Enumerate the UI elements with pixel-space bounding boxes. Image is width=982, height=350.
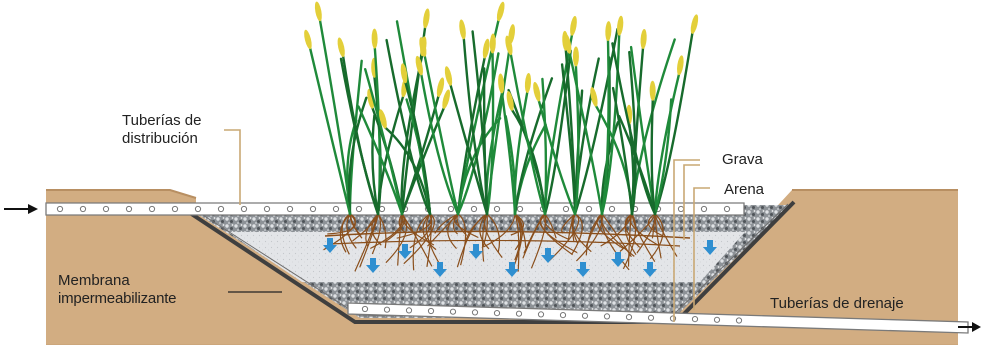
reed-seed-head bbox=[435, 77, 445, 98]
pipe-hole bbox=[218, 206, 223, 211]
reed-seed-head bbox=[418, 37, 428, 58]
pipe-hole bbox=[428, 308, 433, 313]
pipe-hole bbox=[472, 310, 477, 315]
leader-distribution bbox=[224, 130, 240, 205]
pipe-hole bbox=[103, 206, 108, 211]
pipe-hole bbox=[494, 311, 499, 316]
pipe-hole bbox=[714, 317, 719, 322]
label-sand: Arena bbox=[724, 181, 764, 199]
pipe-hole bbox=[670, 316, 675, 321]
reed-plants bbox=[303, 1, 700, 214]
reed-seed-head bbox=[458, 19, 467, 40]
reed-seed-head bbox=[443, 66, 453, 87]
label-distribution-pipes-line2: distribución bbox=[122, 130, 198, 148]
pipe-hole bbox=[563, 206, 568, 211]
pipe-hole bbox=[126, 206, 131, 211]
pipe-hole bbox=[471, 206, 476, 211]
label-gravel: Grava bbox=[722, 151, 763, 169]
pipe-hole bbox=[57, 206, 62, 211]
pipe-hole bbox=[172, 206, 177, 211]
label-membrane-line2: impermeabilizante bbox=[58, 290, 176, 308]
reed-seed-head bbox=[303, 29, 314, 50]
pipe-hole bbox=[149, 206, 154, 211]
reed-seed-head bbox=[422, 8, 431, 29]
label-membrane-line1: Membrana bbox=[58, 272, 130, 290]
reed-seed-head bbox=[414, 55, 424, 76]
pipe-hole bbox=[516, 311, 521, 316]
label-drainage-pipes: Tuberías de drenaje bbox=[770, 295, 904, 313]
reed-seed-head bbox=[524, 73, 531, 93]
reed-seed-head bbox=[336, 37, 346, 58]
pipe-hole bbox=[560, 313, 565, 318]
pipe-hole bbox=[678, 206, 683, 211]
reed-seed-head bbox=[676, 55, 685, 76]
reed-seed-head bbox=[489, 33, 496, 53]
reed-stem bbox=[320, 20, 350, 214]
reed-stem bbox=[652, 100, 655, 214]
pipe-hole bbox=[264, 206, 269, 211]
pipe-hole bbox=[626, 315, 631, 320]
reed-seed-head bbox=[650, 81, 656, 101]
pipe-hole bbox=[310, 206, 315, 211]
label-distribution-pipes-line1: Tuberías de bbox=[122, 112, 202, 130]
pipe-hole bbox=[384, 307, 389, 312]
pipe-hole bbox=[333, 206, 338, 211]
pipe-hole bbox=[287, 206, 292, 211]
pipe-hole bbox=[362, 306, 367, 311]
reed-seed-head bbox=[314, 1, 324, 22]
reed-seed-head bbox=[441, 89, 452, 110]
pipe-hole bbox=[724, 206, 729, 211]
inflow-arrow-icon bbox=[4, 204, 38, 214]
reed-seed-head bbox=[605, 21, 612, 41]
reed-seed-head bbox=[371, 29, 377, 49]
pipe-hole bbox=[450, 309, 455, 314]
pipe-hole bbox=[241, 206, 246, 211]
pipe-hole bbox=[701, 206, 706, 211]
pipe-hole bbox=[406, 308, 411, 313]
reed-seed-head bbox=[689, 14, 699, 35]
reed-seed-head bbox=[569, 16, 578, 37]
pipe-hole bbox=[517, 206, 522, 211]
reed-seed-head bbox=[640, 29, 647, 49]
pipe-hole bbox=[586, 206, 591, 211]
pipe-hole bbox=[80, 206, 85, 211]
pipe-hole bbox=[538, 312, 543, 317]
pipe-hole bbox=[195, 206, 200, 211]
pipe-hole bbox=[648, 315, 653, 320]
pipe-hole bbox=[379, 206, 384, 211]
pipe-hole bbox=[494, 206, 499, 211]
pipe-hole bbox=[448, 206, 453, 211]
pipe-hole bbox=[609, 206, 614, 211]
pipe-hole bbox=[692, 317, 697, 322]
pipe-hole bbox=[736, 318, 741, 323]
pipe-hole bbox=[582, 313, 587, 318]
pipe-hole bbox=[604, 314, 609, 319]
reed-seed-head bbox=[532, 81, 542, 102]
pipe-hole bbox=[356, 206, 361, 211]
reed-seed-head bbox=[573, 46, 579, 66]
reed-seed-head bbox=[495, 1, 506, 22]
